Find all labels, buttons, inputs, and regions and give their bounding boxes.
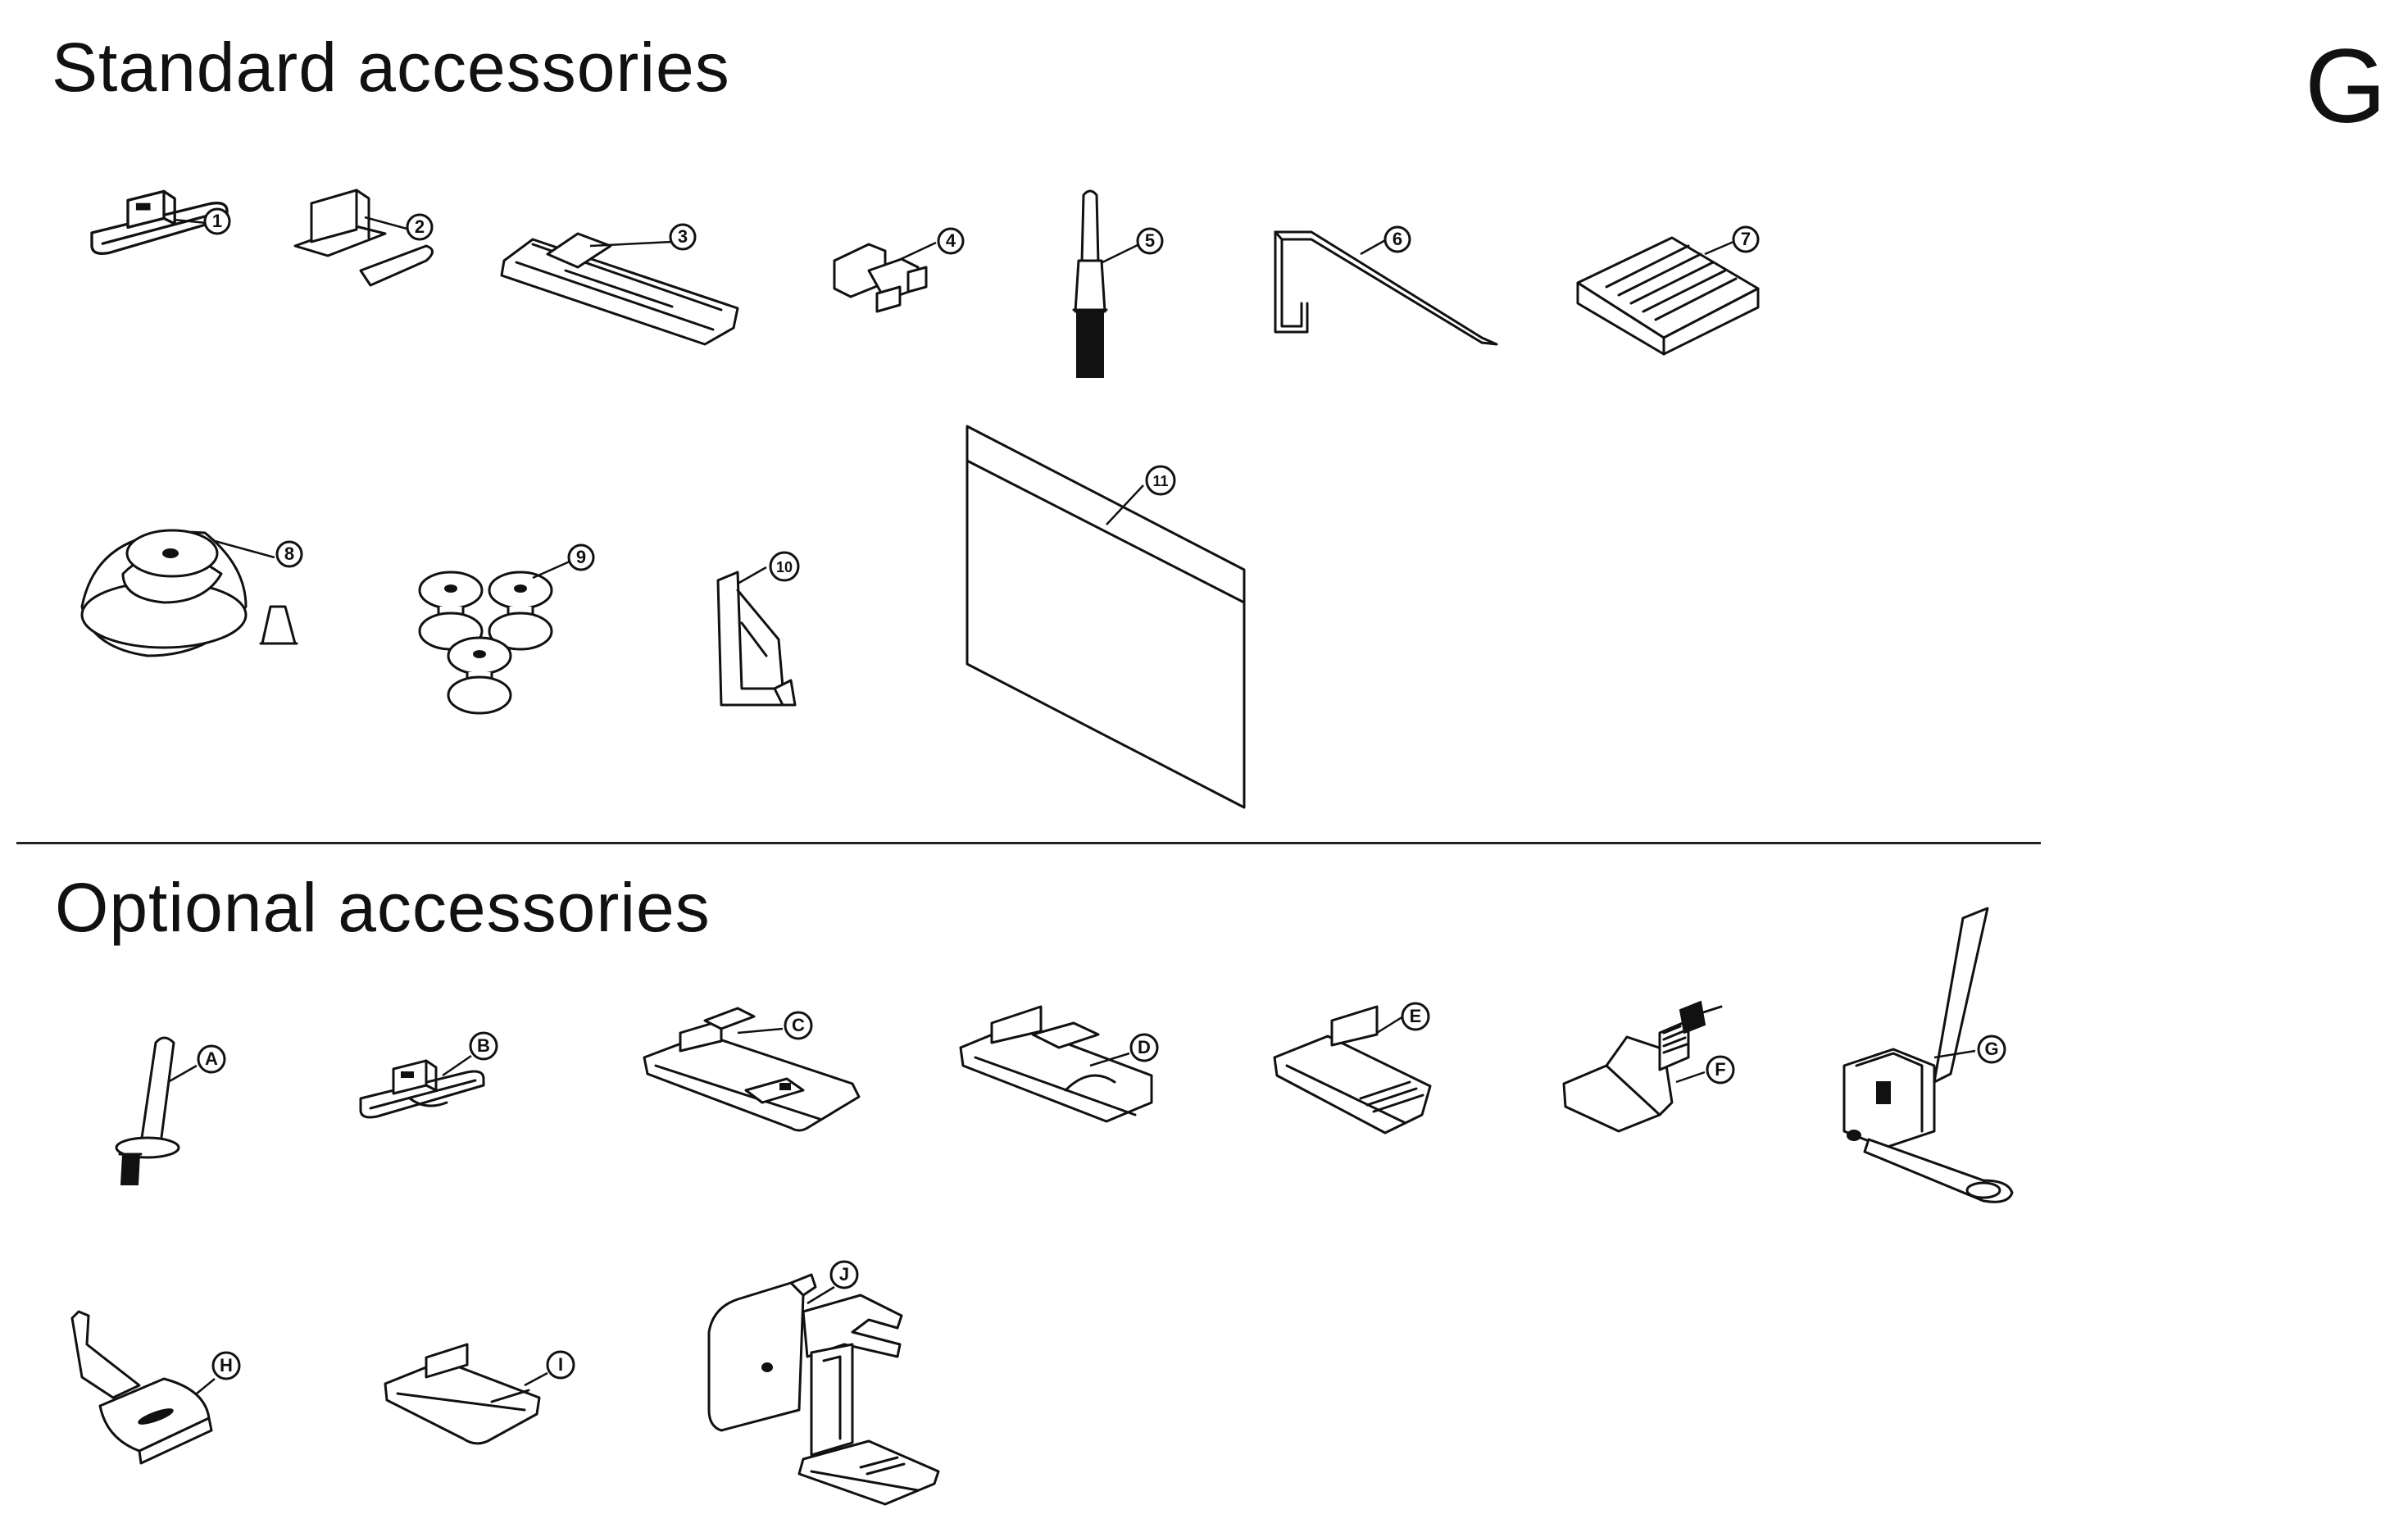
buttonhole-foot-icon xyxy=(502,234,738,344)
callout-label: A xyxy=(205,1048,218,1069)
callout-marker: F xyxy=(1706,1055,1735,1085)
callout-marker: J xyxy=(829,1260,859,1289)
callout-marker: 4 xyxy=(937,227,965,255)
darning-foot-icon xyxy=(1564,1002,1721,1131)
callout-label: E xyxy=(1410,1006,1422,1026)
callout-label: C xyxy=(792,1015,805,1035)
callout-marker: 11 xyxy=(1145,465,1176,496)
overcasting-foot-icon xyxy=(961,1007,1152,1121)
spool-cap-icon xyxy=(82,530,297,656)
zigzag-foot-icon xyxy=(90,189,229,255)
callout-marker: A xyxy=(197,1044,226,1074)
callout-marker: 8 xyxy=(275,540,303,568)
standard-accessories-title: Standard accessories xyxy=(52,29,730,106)
section-divider xyxy=(16,842,2041,844)
callout-label: B xyxy=(477,1035,490,1056)
callout-marker: I xyxy=(546,1350,575,1380)
section-letter: G xyxy=(2305,28,2387,145)
bobbins-icon xyxy=(420,562,570,713)
satin-stitch-foot-icon xyxy=(644,1008,859,1130)
callout-label: G xyxy=(1984,1039,1998,1059)
callout-marker: D xyxy=(1129,1033,1159,1062)
hemstitch-attachment-icon xyxy=(1844,908,2012,1202)
blind-stitch-guide-icon xyxy=(718,567,795,705)
callout-label: 7 xyxy=(1741,229,1751,249)
callout-label: I xyxy=(558,1354,563,1375)
callout-marker: E xyxy=(1401,1002,1430,1031)
callout-label: J xyxy=(839,1264,849,1285)
callout-label: 6 xyxy=(1393,229,1402,249)
narrow-hemmer-foot-icon xyxy=(359,1056,485,1119)
callout-label: 8 xyxy=(284,543,294,564)
needle-set-icon xyxy=(1578,238,1758,354)
optional-accessories-title: Optional accessories xyxy=(55,869,711,946)
callout-marker: 5 xyxy=(1136,227,1164,255)
callout-label: 4 xyxy=(946,230,956,251)
button-sewing-foot-icon xyxy=(834,243,936,311)
zipper-foot-icon xyxy=(295,190,433,285)
callout-marker: B xyxy=(469,1031,498,1061)
hemmer-foot-icon xyxy=(72,1312,215,1463)
callout-label: 10 xyxy=(776,559,793,575)
callout-label: 3 xyxy=(678,226,688,247)
cording-foot-icon xyxy=(1274,1007,1430,1133)
callout-marker: 6 xyxy=(1383,225,1411,253)
callout-label: D xyxy=(1138,1037,1151,1057)
callout-marker: G xyxy=(1977,1035,2006,1064)
walking-foot-icon xyxy=(709,1275,938,1504)
callout-marker: 10 xyxy=(769,551,800,582)
callout-label: F xyxy=(1715,1059,1725,1080)
callout-label: H xyxy=(220,1355,233,1376)
callout-marker: 3 xyxy=(669,223,697,251)
quilting-guide-icon xyxy=(1275,232,1497,344)
callout-label: 9 xyxy=(576,547,586,567)
callout-marker: 2 xyxy=(406,213,434,241)
seam-ripper-brush-icon xyxy=(1074,191,1139,377)
callout-label: 1 xyxy=(212,211,222,231)
callout-marker: C xyxy=(784,1011,813,1040)
callout-marker: 1 xyxy=(203,207,231,235)
callout-marker: 7 xyxy=(1732,225,1760,253)
callout-label: 2 xyxy=(415,216,425,237)
straight-stitch-foot-icon xyxy=(385,1344,547,1444)
callout-label: 5 xyxy=(1145,230,1155,251)
spool-pin-icon xyxy=(116,1038,197,1185)
dust-cover-icon xyxy=(967,426,1244,807)
callout-marker: H xyxy=(211,1351,241,1380)
callout-label: 11 xyxy=(1152,473,1168,489)
callout-marker: 9 xyxy=(567,543,595,571)
